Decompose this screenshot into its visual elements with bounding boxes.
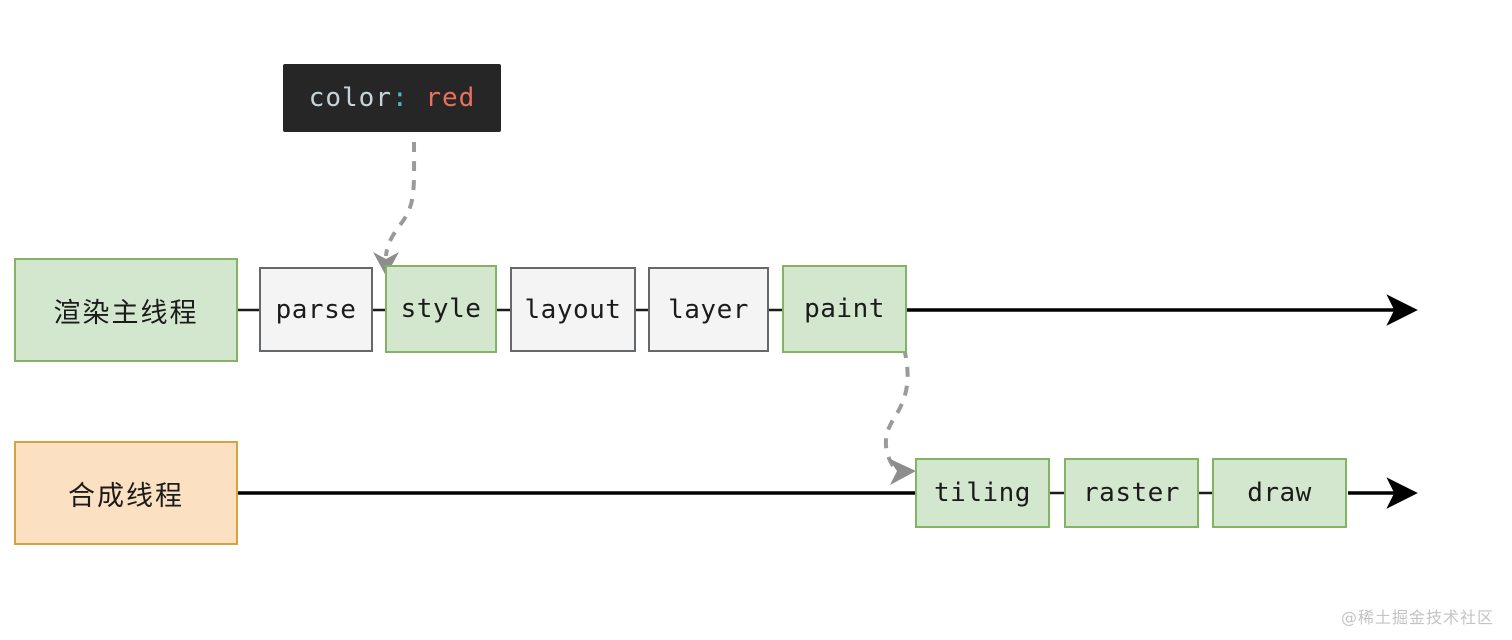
lane-label-compositor-thread: 合成线程 — [14, 441, 238, 545]
step-layout[interactable]: layout — [510, 267, 636, 352]
code-snippet-block: color: red — [283, 64, 501, 132]
step-layer[interactable]: layer — [648, 267, 769, 352]
step-parse[interactable]: parse — [259, 267, 373, 352]
code-property: color — [308, 83, 392, 113]
arrowhead-paint-to-tiling — [888, 458, 916, 485]
step-style[interactable]: style — [385, 265, 497, 353]
step-raster[interactable]: raster — [1064, 458, 1199, 528]
code-space — [409, 83, 426, 113]
connector-paint-to-tiling — [883, 347, 910, 468]
code-colon: : — [392, 83, 409, 113]
step-paint[interactable]: paint — [782, 265, 907, 353]
step-tiling[interactable]: tiling — [915, 458, 1050, 528]
connector-code-to-style — [384, 141, 417, 257]
lane-label-main-thread: 渲染主线程 — [14, 258, 238, 362]
step-draw[interactable]: draw — [1212, 458, 1347, 528]
watermark: @稀土掘金技术社区 — [1340, 608, 1494, 627]
code-value: red — [425, 83, 476, 113]
